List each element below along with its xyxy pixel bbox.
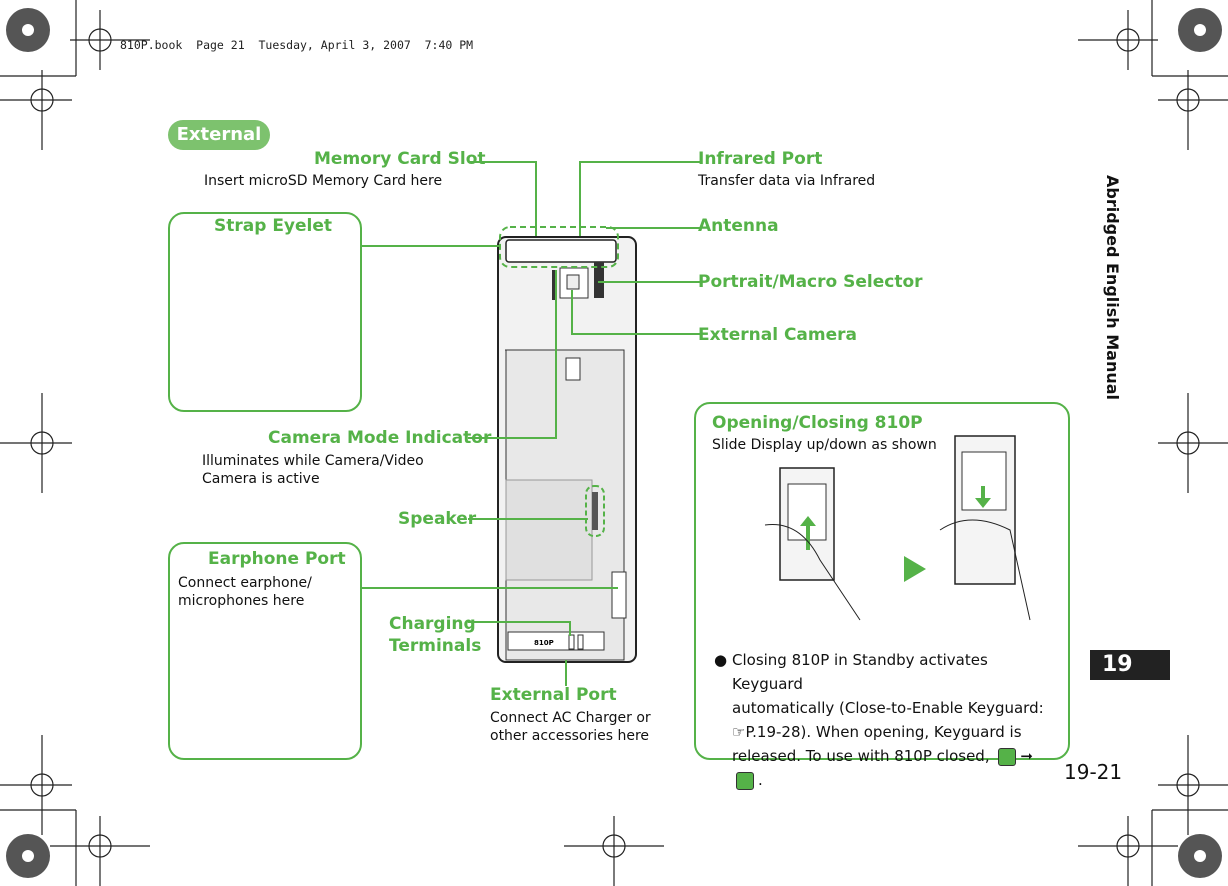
earphone-port-desc: Connect earphone/ microphones here [178, 575, 312, 609]
infrared-port-desc: Transfer data via Infrared [698, 173, 876, 189]
keyguard-bullet: ● Closing 810P in Standby activates Keyg… [714, 648, 1044, 792]
infrared-port-title: Infrared Port [698, 149, 823, 169]
side-title: Abridged English Manual [1103, 175, 1122, 400]
strap-eyelet-title: Strap Eyelet [214, 216, 333, 236]
bullet-dot-icon: ● [714, 651, 728, 669]
arrow-right-icon: ➞ [1020, 747, 1033, 765]
external-port-desc: Connect AC Charger or other accessories … [490, 710, 651, 744]
opening-closing-title: Opening/Closing 810P [712, 413, 923, 433]
phone-illustration: 810P [497, 236, 637, 663]
side-key-icon [998, 747, 1017, 766]
phone-model-text: 810P [534, 639, 554, 647]
portrait-macro-selector-title: Portrait/Macro Selector [698, 272, 923, 292]
side-key-icon-2 [736, 771, 754, 790]
book-info-header: 810P.book Page 21 Tuesday, April 3, 2007… [120, 38, 474, 52]
page-number: 19-21 [1064, 760, 1123, 784]
memory-card-slot-title: Memory Card Slot [314, 149, 486, 169]
speaker-title: Speaker [398, 509, 477, 529]
external-camera-title: External Camera [698, 325, 857, 345]
antenna-title: Antenna [698, 216, 779, 236]
earphone-port-title: Earphone Port [208, 549, 346, 569]
external-port-title: External Port [490, 685, 617, 705]
section-label: External [168, 120, 270, 150]
chapter-badge: 19 [1090, 650, 1170, 680]
strap-eyelet-box [168, 212, 362, 412]
memory-card-slot-desc: Insert microSD Memory Card here [204, 173, 443, 189]
earphone-port-box [168, 542, 362, 760]
reference-hand-icon: ☞ [732, 723, 746, 741]
opening-closing-desc: Slide Display up/down as shown [712, 437, 937, 453]
opening-closing-box [694, 402, 1070, 760]
opening-closing-illustration [764, 435, 1031, 621]
camera-mode-indicator-desc: Illuminates while Camera/Video Camera is… [202, 453, 424, 487]
charging-terminals-title: Charging Terminals [389, 614, 482, 656]
camera-mode-indicator-title: Camera Mode Indicator [268, 428, 492, 448]
